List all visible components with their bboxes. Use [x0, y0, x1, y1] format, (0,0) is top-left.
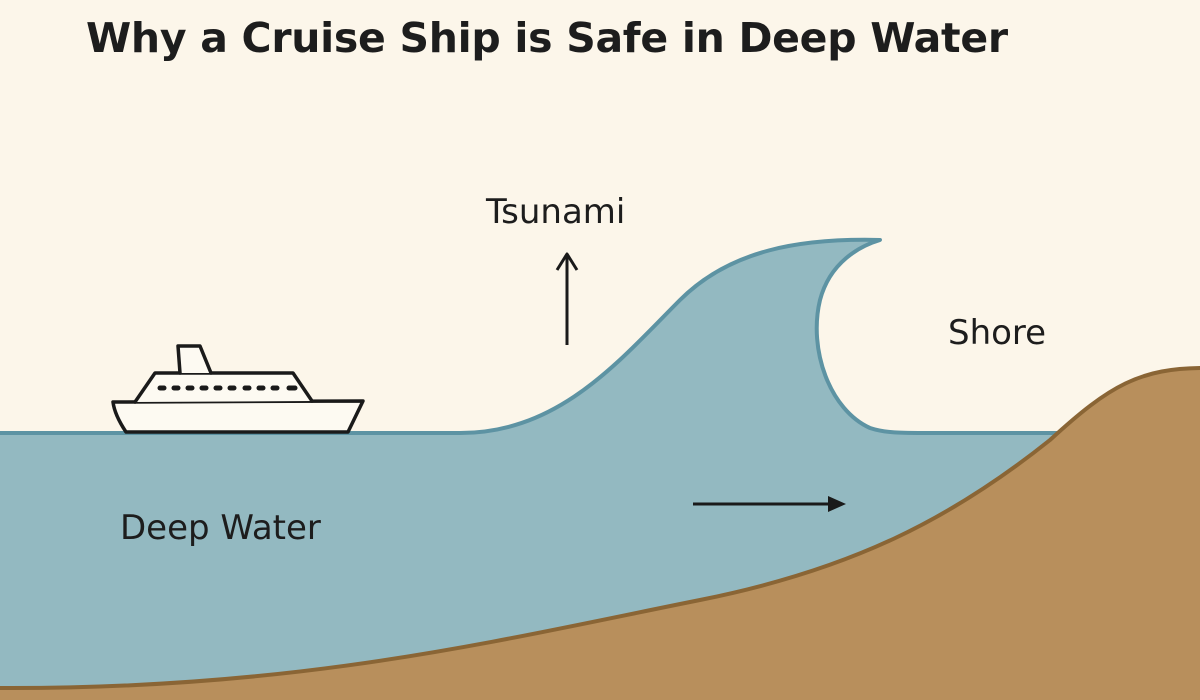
- sea-floor-and-shore: [0, 366, 1200, 700]
- deep-water-label: Deep Water: [120, 508, 321, 548]
- diagram-title: Why a Cruise Ship is Safe in Deep Water: [86, 14, 1008, 62]
- arrow-right-icon: [693, 496, 846, 512]
- tsunami-label: Tsunami: [486, 192, 626, 232]
- shore-label: Shore: [948, 313, 1047, 353]
- wave-outline: [0, 237, 1072, 435]
- cruise-ship-icon: [111, 344, 365, 434]
- arrow-up-icon: [555, 252, 579, 345]
